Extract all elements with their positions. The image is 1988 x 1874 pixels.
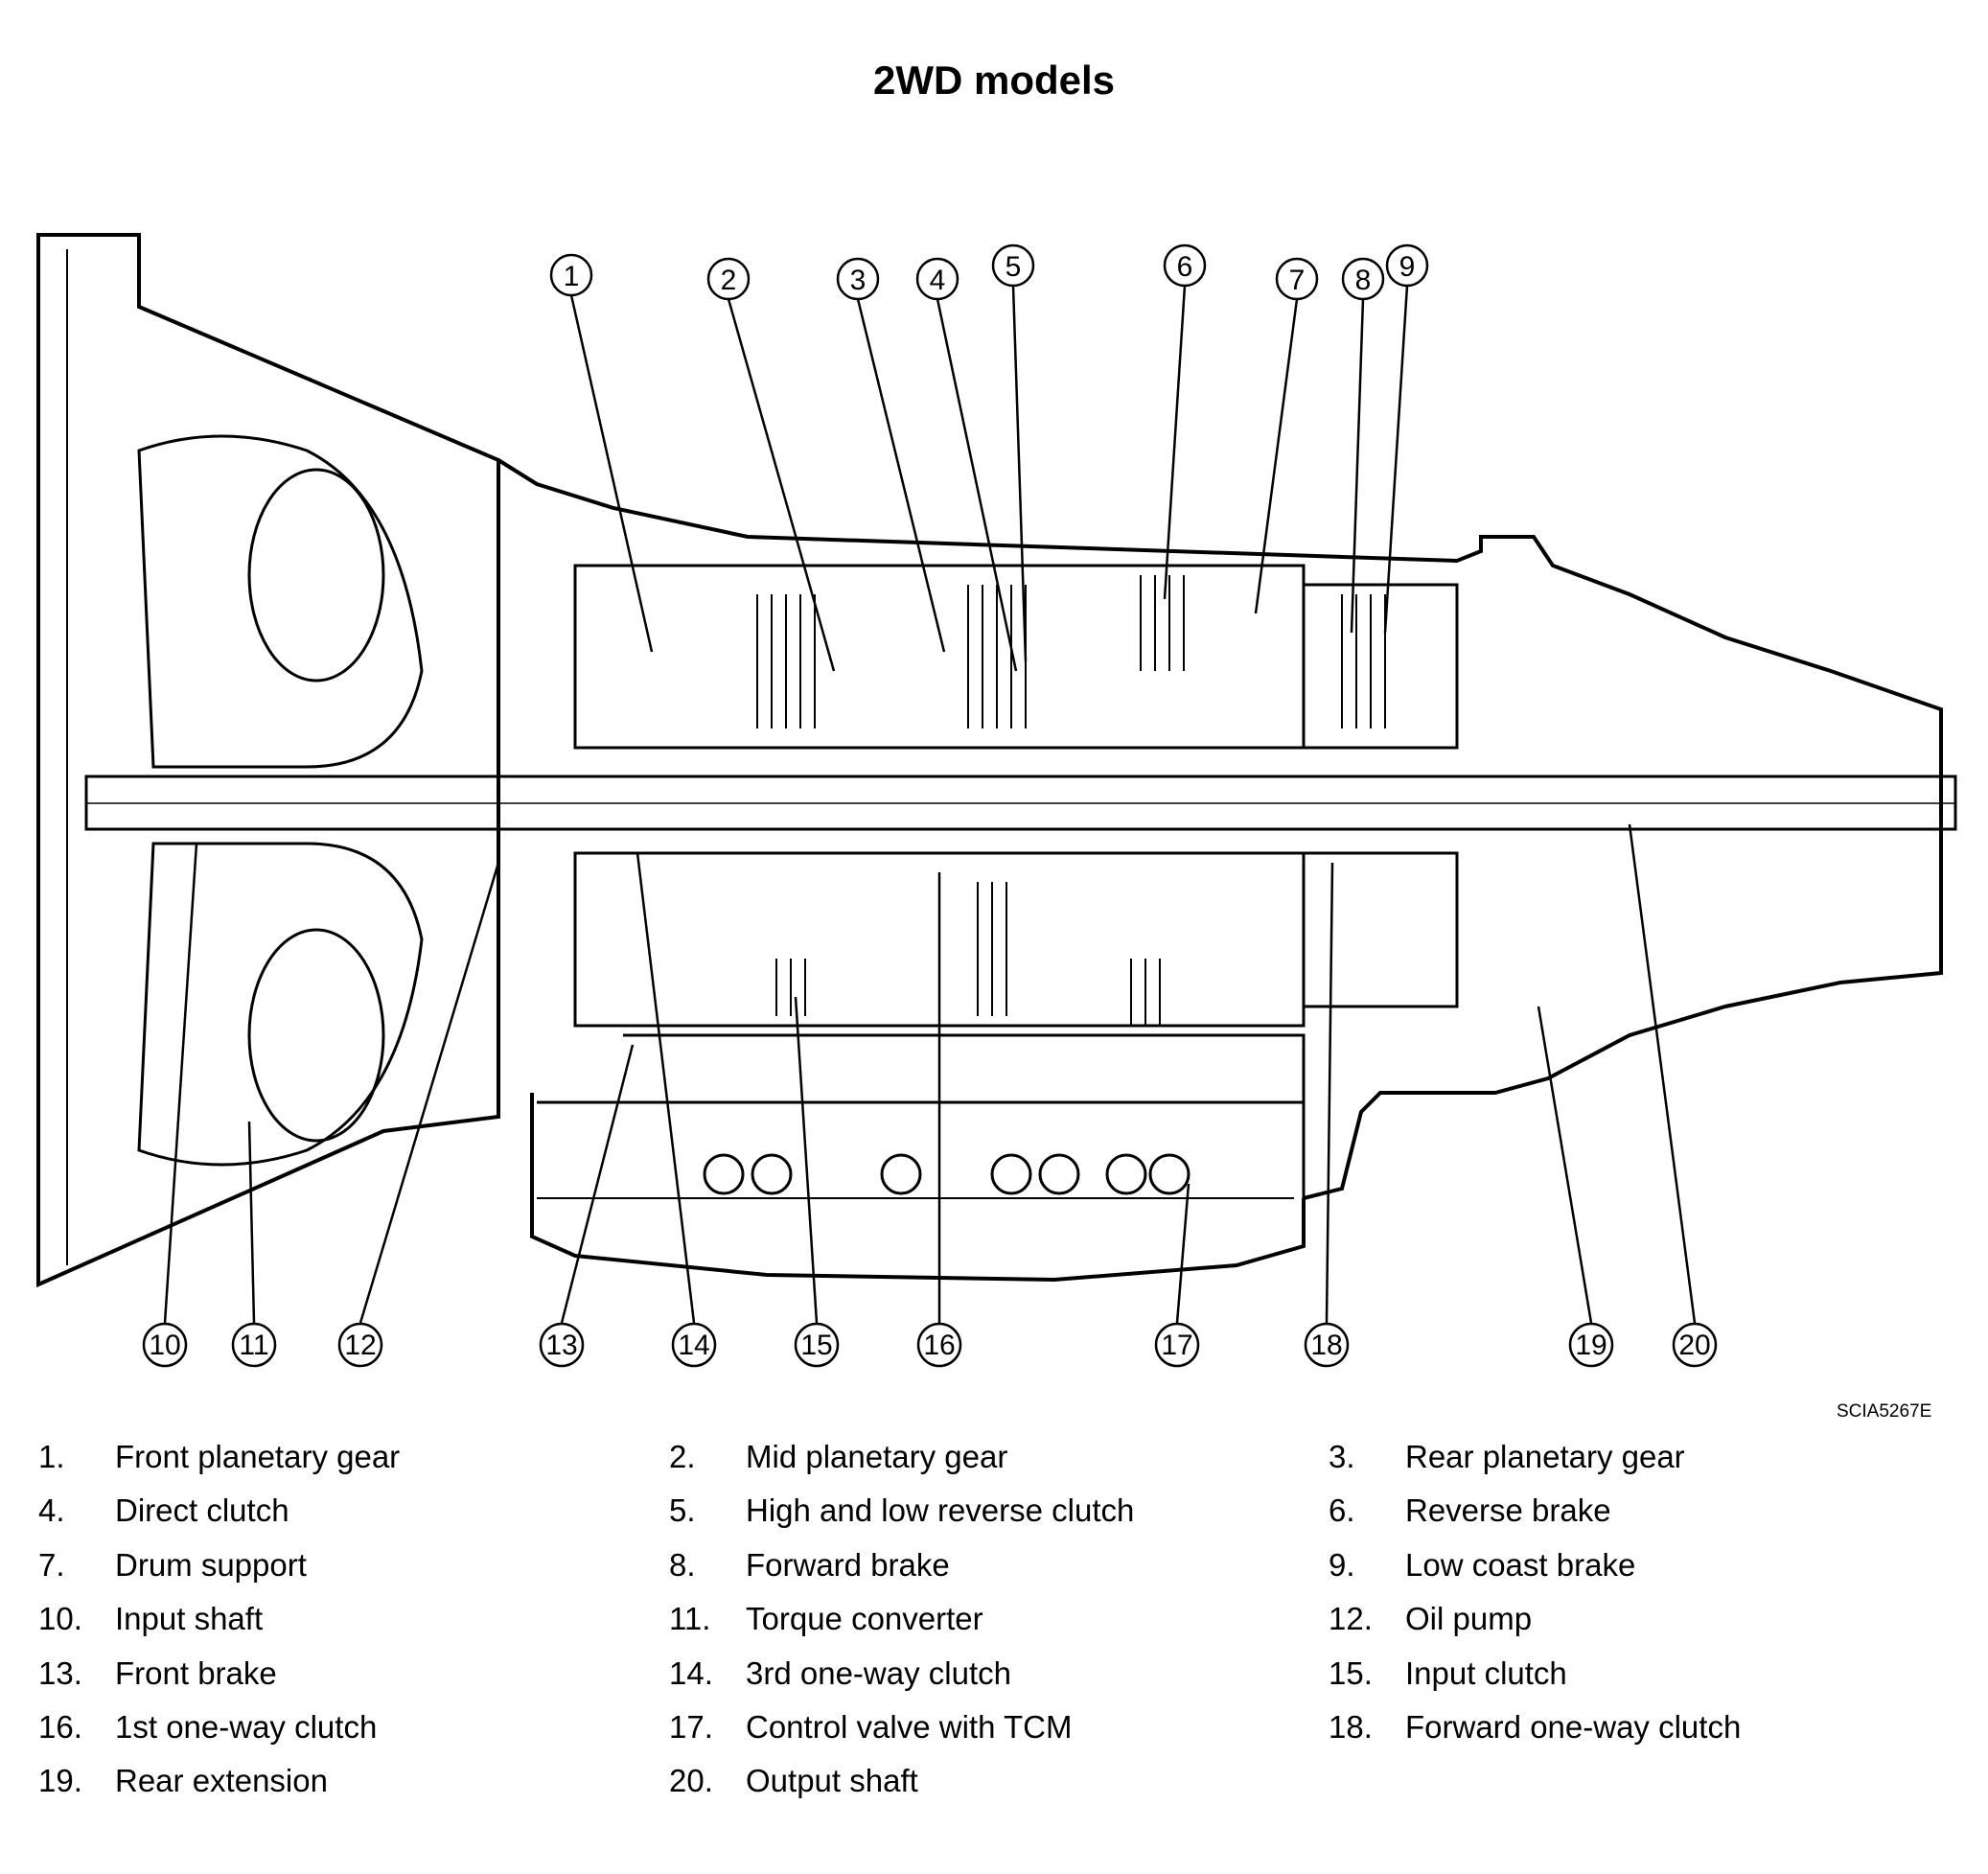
legend-label: Output shaft [746, 1763, 918, 1798]
legend-label: Oil pump [1405, 1601, 1533, 1636]
legend-label: Rear extension [115, 1763, 328, 1798]
callout-10-marker: 10 [142, 1322, 188, 1368]
legend-number: 14. [669, 1655, 713, 1691]
callout-12-label: 12 [344, 1330, 376, 1361]
legend-number: 17. [669, 1709, 713, 1745]
callout-18-marker: 18 [1304, 1322, 1350, 1368]
callout-9-marker: 9 [1385, 243, 1429, 288]
callout-7-marker: 7 [1275, 257, 1319, 301]
legend-number: 5. [669, 1492, 696, 1528]
callout-9-label: 9 [1399, 251, 1416, 283]
legend-label: Input clutch [1405, 1655, 1567, 1691]
legend-number: 13. [38, 1655, 82, 1691]
callout-11-marker: 11 [231, 1322, 277, 1368]
legend-label: Forward brake [746, 1547, 950, 1583]
legend-number: 3. [1329, 1439, 1355, 1474]
callout-13-marker: 13 [539, 1322, 585, 1368]
legend-label: Front brake [115, 1655, 277, 1691]
callout-17-label: 17 [1161, 1330, 1192, 1361]
legend-label: Low coast brake [1405, 1547, 1636, 1583]
callout-18-label: 18 [1310, 1330, 1342, 1361]
callout-5-marker: 5 [991, 243, 1035, 288]
callout-15-marker: 15 [794, 1322, 840, 1368]
callout-13-label: 13 [545, 1330, 577, 1361]
callout-8-marker: 8 [1341, 257, 1385, 301]
callout-12-marker: 12 [337, 1322, 383, 1368]
parts-legend: 1. Front planetary gear 2. Mid planetary g… [38, 1438, 1955, 1821]
callout-14-label: 14 [678, 1330, 709, 1361]
callout-1-marker: 1 [549, 253, 593, 297]
callout-leaders [163, 285, 1697, 1324]
callout-5-label: 5 [1006, 251, 1022, 283]
callout-14-marker: 14 [671, 1322, 717, 1368]
legend-number: 20. [669, 1763, 713, 1798]
legend-number: 4. [38, 1492, 65, 1528]
transmission-housing [36, 233, 1957, 1288]
legend-label: Direct clutch [115, 1492, 289, 1528]
legend-number: 16. [38, 1709, 82, 1745]
legend-number: 12. [1329, 1601, 1373, 1636]
legend-label: Reverse brake [1405, 1492, 1611, 1528]
callout-2-marker: 2 [706, 257, 751, 301]
figure-code: SCIA5267E [1837, 1401, 1932, 1422]
callout-16-label: 16 [923, 1330, 955, 1361]
legend-number: 8. [669, 1547, 696, 1583]
legend-label: High and low reverse clutch [746, 1492, 1135, 1528]
callout-2-label: 2 [721, 265, 737, 296]
legend-number: 1. [38, 1439, 65, 1474]
legend-number: 10. [38, 1601, 82, 1636]
callout-11-label: 11 [239, 1330, 268, 1361]
callout-1-label: 1 [564, 261, 580, 292]
legend-number: 11. [669, 1601, 711, 1636]
legend-number: 2. [669, 1439, 696, 1474]
legend-label: Drum support [115, 1547, 307, 1583]
callout-19-label: 19 [1575, 1330, 1607, 1361]
callout-3-marker: 3 [836, 257, 880, 301]
legend-label: 3rd one-way clutch [746, 1655, 1011, 1691]
legend-label: Rear planetary gear [1405, 1439, 1685, 1474]
transmission-cross-section: 1 2 3 4 5 6 7 8 9 10 11 12 13 14 15 16 1… [36, 233, 1957, 1368]
legend-label: Mid planetary gear [746, 1439, 1008, 1474]
legend-label: 1st one-way clutch [115, 1709, 378, 1745]
callout-6-label: 6 [1177, 251, 1193, 283]
callout-6-marker: 6 [1163, 243, 1207, 288]
legend-number: 18. [1329, 1709, 1373, 1745]
legend-number: 19. [38, 1763, 82, 1798]
legend-label: Torque converter [746, 1601, 983, 1636]
callout-4-marker: 4 [915, 257, 959, 301]
legend-label: Control valve with TCM [746, 1709, 1073, 1745]
legend-number: 15. [1329, 1655, 1373, 1691]
callout-4-label: 4 [930, 265, 946, 296]
callout-8-label: 8 [1355, 265, 1372, 296]
callout-20-marker: 20 [1672, 1322, 1718, 1368]
legend-number: 7. [38, 1547, 65, 1583]
legend-label: Front planetary gear [115, 1439, 401, 1474]
callout-10-label: 10 [149, 1330, 180, 1361]
callout-20-label: 20 [1678, 1330, 1710, 1361]
callout-16-marker: 16 [916, 1322, 962, 1368]
legend-number: 9. [1329, 1547, 1355, 1583]
legend-number: 6. [1329, 1492, 1355, 1528]
diagram-title: 2WD models [872, 58, 1116, 103]
callout-17-marker: 17 [1154, 1322, 1200, 1368]
legend-label: Forward one-way clutch [1405, 1709, 1742, 1745]
callout-7-label: 7 [1289, 265, 1306, 296]
callout-3-label: 3 [850, 265, 867, 296]
callout-15-label: 15 [800, 1330, 832, 1361]
callout-markers: 1 2 3 4 5 6 7 8 9 10 11 12 13 14 15 16 1… [142, 243, 1718, 1368]
callout-19-marker: 19 [1568, 1322, 1614, 1368]
legend-label: Input shaft [115, 1601, 264, 1636]
